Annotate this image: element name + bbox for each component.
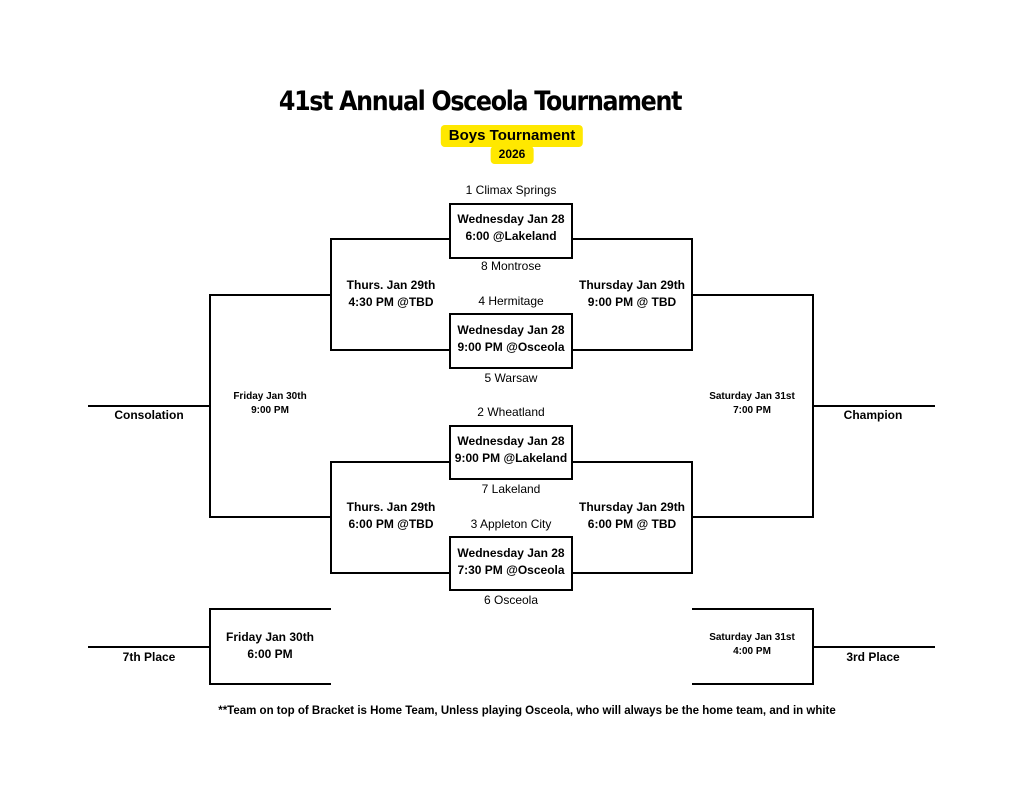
winner-semi-2-time: 6:00 PM @ TBD <box>587 517 677 531</box>
game-1-info: Wednesday Jan 28 6:00 @Lakeland <box>457 211 564 245</box>
consolation-semi-1-time: 4:30 PM @TBD <box>348 295 434 309</box>
team-seed-7: 7 Lakeland <box>481 482 541 496</box>
footnote: **Team on top of Bracket is Home Team, U… <box>218 705 836 717</box>
game-1-day: Wednesday Jan 28 <box>457 212 565 226</box>
consolation-semi-1: Thurs. Jan 29th 4:30 PM @TBD <box>347 277 436 311</box>
consolation-semi-2: Thurs. Jan 29th 6:00 PM @TBD <box>347 499 436 533</box>
winner-semi-1-day: Thursday Jan 29th <box>578 278 686 292</box>
consolation-final-day: Friday Jan 30th <box>233 391 307 402</box>
game-4-info: Wednesday Jan 28 7:30 PM @Osceola <box>457 545 564 579</box>
winner-semi-1: Thursday Jan 29th 9:00 PM @ TBD <box>579 277 685 311</box>
championship-time: 7:00 PM <box>733 405 771 416</box>
game-2-info: Wednesday Jan 28 9:00 PM @Osceola <box>457 322 564 356</box>
consolation-semi-1-day: Thurs. Jan 29th <box>346 278 436 292</box>
winner-semi-1-time: 9:00 PM @ TBD <box>587 295 677 309</box>
page-title: 41st Annual Osceola Tournament <box>278 86 683 117</box>
team-seed-4: 4 Hermitage <box>478 294 544 308</box>
championship-day: Saturday Jan 31st <box>709 391 795 402</box>
team-seed-3: 3 Appleton City <box>470 517 552 531</box>
game-4-day: Wednesday Jan 28 <box>457 546 565 560</box>
team-seed-2: 2 Wheatland <box>477 405 545 419</box>
game-1-time: 6:00 @Lakeland <box>465 229 557 243</box>
seventh-place-day: Friday Jan 30th <box>225 630 315 644</box>
game-box-4 <box>449 536 573 591</box>
year-badge: 2026 <box>490 146 534 164</box>
team-seed-5: 5 Warsaw <box>484 371 538 385</box>
champion-label: Champion <box>843 408 903 422</box>
game-box-1 <box>449 203 573 259</box>
game-3-time: 9:00 PM @Lakeland <box>454 451 568 465</box>
third-place-day: Saturday Jan 31st <box>709 632 795 643</box>
game-4-time: 7:30 PM @Osceola <box>457 563 565 577</box>
game-2-day: Wednesday Jan 28 <box>457 323 565 337</box>
third-place-label: 3rd Place <box>846 650 900 664</box>
third-place-time: 4:00 PM <box>733 646 771 657</box>
game-3-info: Wednesday Jan 28 9:00 PM @Lakeland <box>455 433 567 467</box>
consolation-semi-2-time: 6:00 PM @TBD <box>348 517 434 531</box>
winner-semi-2: Thursday Jan 29th 6:00 PM @ TBD <box>579 499 685 533</box>
winner-semi-2-day: Thursday Jan 29th <box>578 500 686 514</box>
seventh-place-time: 6:00 PM <box>247 647 293 661</box>
game-2-time: 9:00 PM @Osceola <box>457 340 565 354</box>
team-seed-8: 8 Montrose <box>480 259 542 273</box>
consolation-final-time: 9:00 PM <box>251 405 289 416</box>
game-3-day: Wednesday Jan 28 <box>457 434 565 448</box>
seventh-place-label: 7th Place <box>122 650 176 664</box>
third-place-info: Saturday Jan 31st 4:00 PM <box>709 631 795 659</box>
championship-info: Saturday Jan 31st 7:00 PM <box>709 390 795 418</box>
team-seed-1: 1 Climax Springs <box>465 183 557 197</box>
team-seed-6: 6 Osceola <box>483 593 539 607</box>
division-badge: Boys Tournament <box>440 125 584 147</box>
game-box-2 <box>449 313 573 369</box>
seventh-place-info: Friday Jan 30th 6:00 PM <box>226 629 314 663</box>
game-box-3 <box>449 425 573 480</box>
consolation-semi-2-day: Thurs. Jan 29th <box>346 500 436 514</box>
consolation-final-info: Friday Jan 30th 9:00 PM <box>233 390 306 418</box>
consolation-label: Consolation <box>114 408 184 422</box>
